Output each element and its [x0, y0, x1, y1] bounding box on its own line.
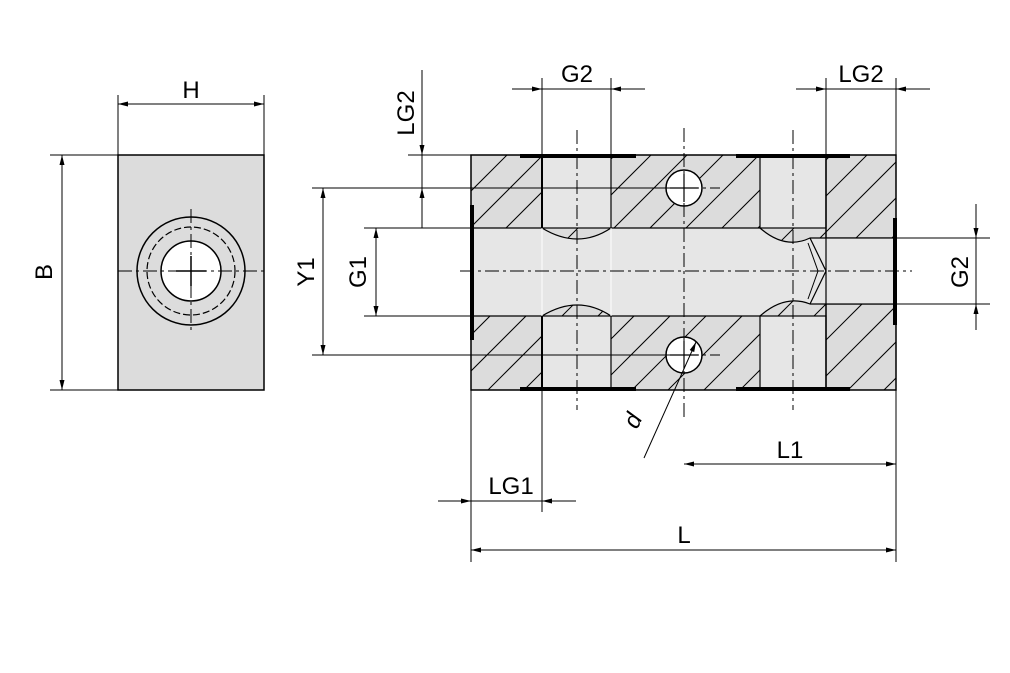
label-y1: Y1 — [293, 257, 320, 286]
hatch-line — [471, 155, 580, 264]
dimension-g1: G1 — [345, 227, 471, 317]
label-l: L — [677, 522, 690, 549]
dimension-y1: Y1 — [293, 187, 684, 356]
dimension-lg2-vertical: LG2 — [393, 70, 471, 229]
label-g2-top: G2 — [561, 61, 593, 88]
label-g1: G1 — [345, 256, 372, 288]
dimension-l1: L1 — [684, 390, 897, 475]
label-g2-right: G2 — [947, 256, 974, 288]
label-h: H — [182, 77, 199, 104]
dimension-h: H — [117, 77, 265, 155]
hatch-line — [471, 155, 544, 228]
dimension-g2-top: G2 — [512, 61, 645, 155]
hatch-line — [847, 341, 896, 390]
hidden-edge-lines — [541, 228, 612, 316]
label-lg1: LG1 — [488, 473, 533, 500]
section-view — [460, 128, 912, 420]
dimension-g2-right: G2 — [896, 204, 990, 330]
label-lg2-vertical: LG2 — [393, 90, 420, 135]
label-lg2-top: LG2 — [838, 61, 883, 88]
label-l1: L1 — [777, 437, 804, 464]
label-d: d — [618, 408, 648, 432]
dimension-lg2-top: LG2 — [796, 61, 930, 155]
side-view — [117, 154, 265, 391]
port-thread-circle — [146, 226, 236, 316]
dimension-l: L — [471, 475, 897, 562]
dimension-lg1: LG1 — [438, 390, 576, 562]
label-b: B — [31, 264, 58, 280]
dimension-b: B — [31, 154, 118, 391]
hatch-line — [811, 305, 896, 390]
